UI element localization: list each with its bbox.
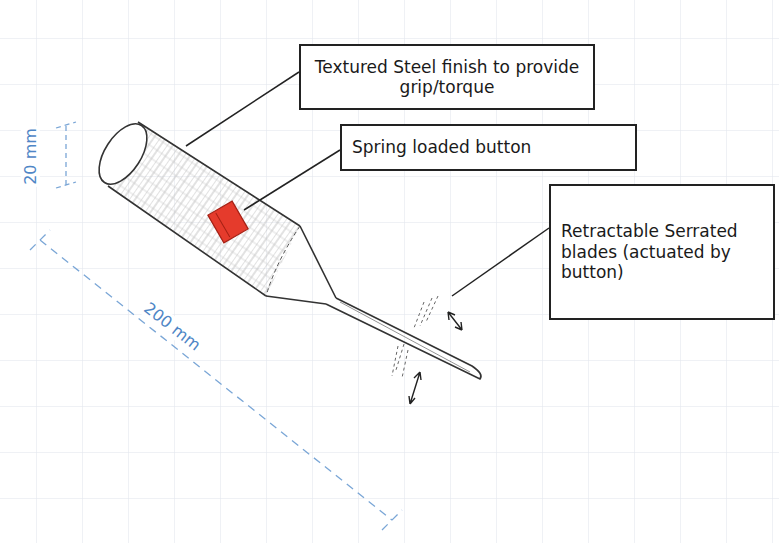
blade-arrow — [448, 312, 462, 330]
shaft-edge — [340, 302, 470, 372]
callout-box: Textured Steel finish to provide grip/to… — [299, 44, 595, 110]
handle-joint — [266, 226, 300, 296]
handle-end — [89, 116, 156, 193]
leader-line — [186, 72, 299, 146]
dimension-line — [56, 122, 76, 188]
callout-box: Retractable Serrated blades (actuated by… — [549, 184, 775, 320]
blade-upper — [414, 296, 438, 328]
callout-text: Retractable Serrated blades (actuated by… — [561, 221, 763, 282]
callout-box: Spring loaded button — [340, 124, 637, 171]
leader-line — [452, 228, 549, 296]
dimension-line — [30, 230, 402, 530]
callout-text: Spring loaded button — [352, 137, 625, 157]
blade-lower — [392, 344, 408, 378]
blade-shaft — [326, 298, 481, 379]
dimension-label: 20 mm — [21, 126, 40, 187]
callout-text: Textured Steel finish to provide grip/to… — [311, 57, 583, 98]
spring-button — [208, 201, 248, 243]
cone-outline — [266, 226, 336, 304]
blade-arrow — [409, 372, 421, 404]
leader-line — [244, 150, 340, 210]
